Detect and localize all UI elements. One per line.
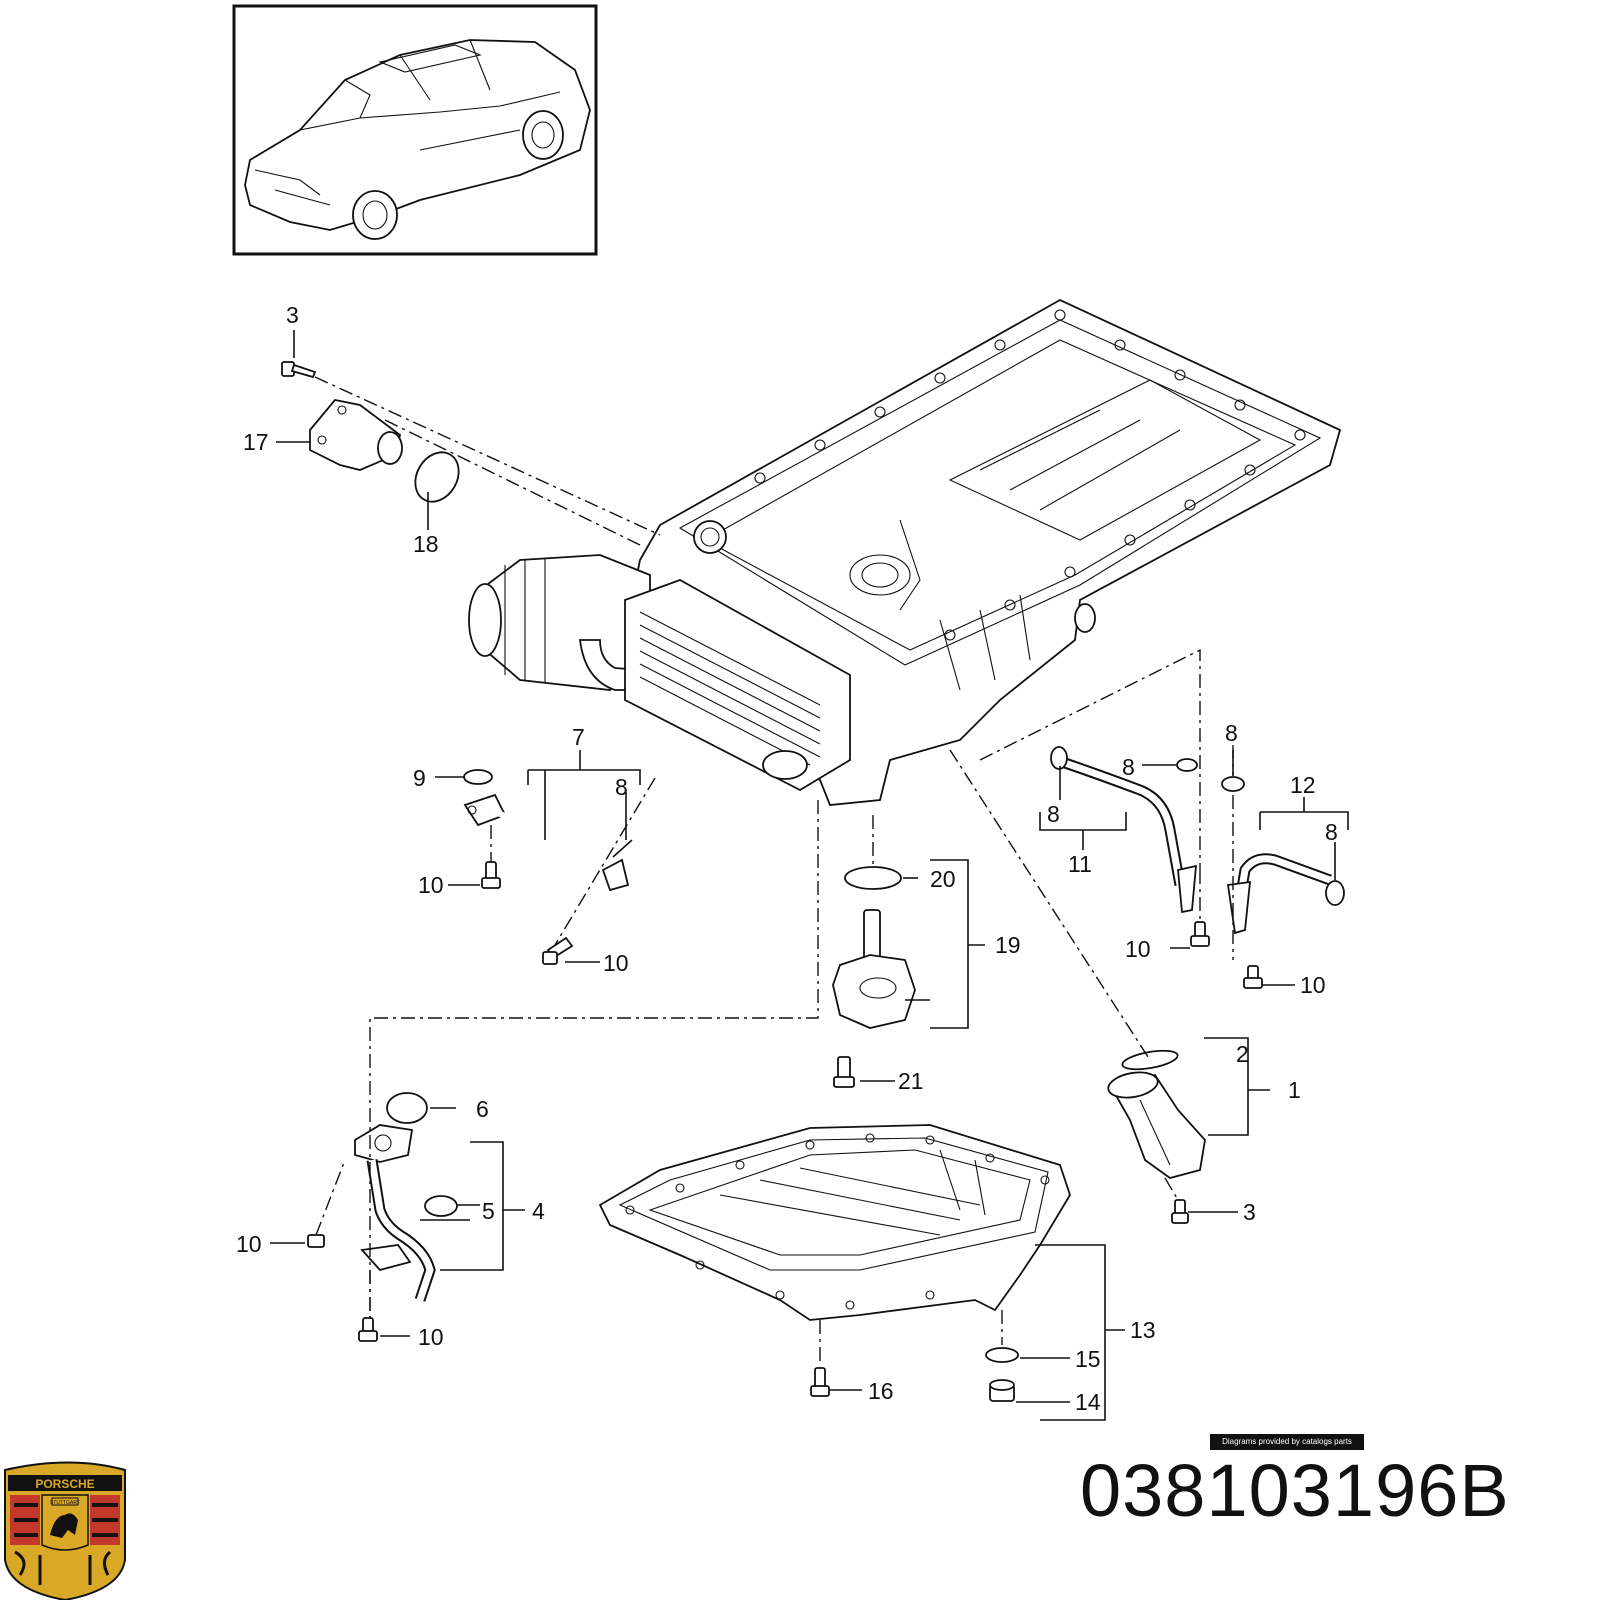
callout-1: 1 bbox=[1288, 1077, 1301, 1103]
dipstick-guide-1 bbox=[1107, 1071, 1206, 1179]
callout-10-d: 10 bbox=[1300, 972, 1326, 998]
gasket-2 bbox=[1121, 1049, 1179, 1071]
callout-8-left: 8 bbox=[615, 774, 628, 800]
o-ring-8-b bbox=[1221, 776, 1245, 792]
bolt-10-d bbox=[1243, 965, 1263, 989]
o-ring-8-left bbox=[612, 839, 633, 858]
callout-10-a: 10 bbox=[418, 872, 444, 898]
o-ring-20 bbox=[844, 866, 902, 890]
bolt-3-top bbox=[281, 361, 317, 379]
o-ring-5 bbox=[424, 1195, 458, 1217]
part-number: 038103196B bbox=[1080, 1449, 1510, 1532]
credit-banner: Diagrams provided by catalogs parts bbox=[1210, 1434, 1364, 1450]
callout-8-d: 8 bbox=[1225, 720, 1238, 746]
callout-14: 14 bbox=[1075, 1389, 1101, 1415]
callout-13: 13 bbox=[1130, 1317, 1156, 1343]
callout-8-c: 8 bbox=[1047, 801, 1060, 827]
oil-cooler bbox=[624, 579, 851, 792]
bolt-10-f bbox=[358, 1317, 378, 1342]
callout-10-b: 10 bbox=[603, 950, 629, 976]
o-ring-9 bbox=[463, 769, 493, 785]
callout-16: 16 bbox=[868, 1378, 894, 1404]
car-illustration bbox=[244, 39, 591, 240]
callout-8-b: 8 bbox=[1122, 754, 1135, 780]
bolt-10-e bbox=[307, 1234, 325, 1248]
vehicle-thumbnail bbox=[232, 4, 598, 256]
bolt-10-c bbox=[1190, 921, 1210, 947]
callout-17: 17 bbox=[243, 429, 269, 455]
callout-20: 20 bbox=[930, 866, 956, 892]
bolt-21 bbox=[833, 1056, 855, 1088]
o-ring-18 bbox=[414, 451, 460, 503]
callout-10-f: 10 bbox=[418, 1324, 444, 1350]
callout-8-e: 8 bbox=[1325, 819, 1338, 845]
seal-15 bbox=[985, 1347, 1019, 1363]
oil-pipe-12 bbox=[1226, 853, 1345, 935]
credit-text: Diagrams provided by catalogs parts bbox=[1222, 1437, 1352, 1446]
callout-21: 21 bbox=[898, 1068, 924, 1094]
bolt-16 bbox=[810, 1367, 830, 1397]
o-ring-6 bbox=[386, 1092, 428, 1124]
callout-4: 4 bbox=[532, 1198, 545, 1224]
pickup-pipe-4 bbox=[354, 1124, 436, 1302]
assembly-lines bbox=[314, 376, 1234, 1365]
oil-filter-housing bbox=[468, 554, 651, 691]
bolt-3-bottom bbox=[1171, 1199, 1189, 1224]
callout-3-bottom: 3 bbox=[1243, 1199, 1256, 1225]
leader-lines bbox=[270, 330, 1349, 1421]
callout-9: 9 bbox=[413, 765, 426, 791]
flange-17 bbox=[309, 399, 403, 471]
callout-7: 7 bbox=[572, 724, 585, 750]
callout-18: 18 bbox=[413, 531, 439, 557]
svg-text:PORSCHE: PORSCHE bbox=[35, 1477, 94, 1491]
bolt-10-a bbox=[481, 861, 501, 889]
lower-oil-pan-13 bbox=[598, 1124, 1071, 1321]
callout-3-top: 3 bbox=[286, 302, 299, 328]
porsche-crest-logo: PORSCHE STUTTGART bbox=[4, 1461, 126, 1600]
drain-plug-14 bbox=[989, 1379, 1015, 1402]
oil-pipe-7 bbox=[463, 793, 630, 897]
svg-text:STUTTGART: STUTTGART bbox=[50, 1500, 80, 1506]
callout-12: 12 bbox=[1290, 772, 1316, 798]
o-ring-8-a bbox=[1176, 758, 1198, 772]
oil-pipe-11 bbox=[1050, 746, 1198, 914]
callout-labels: 3 17 18 7 9 8 10 10 20 19 21 2 1 3 13 15… bbox=[236, 302, 1338, 1415]
callout-10-e: 10 bbox=[236, 1231, 262, 1257]
bolt-10-b bbox=[542, 936, 574, 965]
callout-15: 15 bbox=[1075, 1346, 1101, 1372]
callout-19: 19 bbox=[995, 932, 1021, 958]
callout-5: 5 bbox=[482, 1198, 495, 1224]
callout-2: 2 bbox=[1236, 1041, 1249, 1067]
callout-11: 11 bbox=[1068, 851, 1092, 877]
callout-10-c: 10 bbox=[1125, 936, 1151, 962]
callout-6: 6 bbox=[476, 1096, 489, 1122]
oil-level-sensor-19 bbox=[832, 909, 916, 1029]
